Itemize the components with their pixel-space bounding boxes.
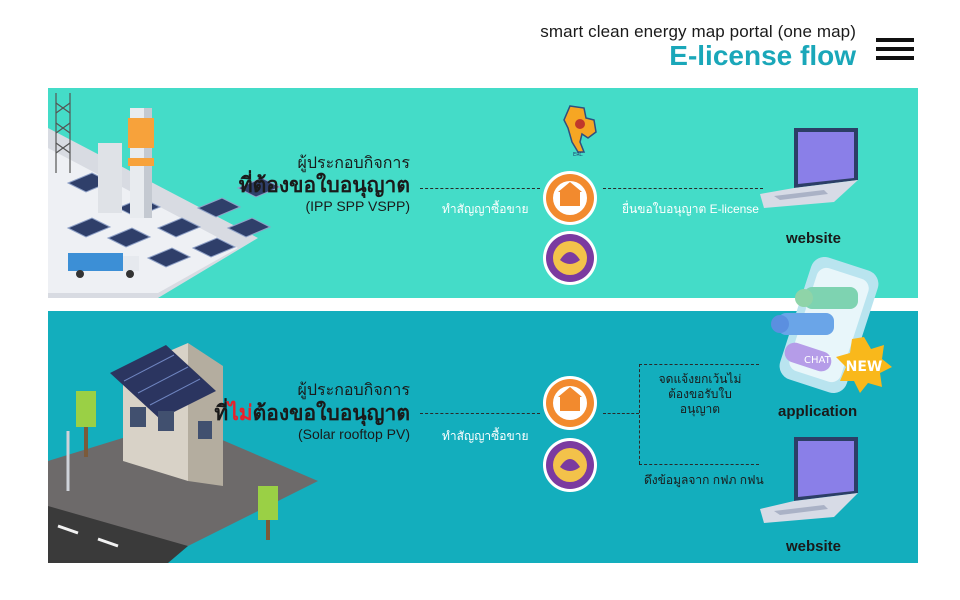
orange-authority-seal <box>543 376 597 430</box>
hamburger-menu-icon[interactable] <box>876 38 914 62</box>
connector-line <box>639 364 759 365</box>
connector-line <box>420 413 540 414</box>
laptop-icon <box>760 128 858 208</box>
exempt-title-highlight: ไม่ <box>228 402 253 425</box>
licensed-title-line1: ผู้ประกอบกิจการ <box>297 155 411 172</box>
purple-authority-seal <box>543 438 597 492</box>
exempt-title-line2: ที่ไม่ต้องขอใบอนุญาต <box>214 397 410 430</box>
purple-authority-seal <box>543 231 597 285</box>
orange-authority-seal <box>543 171 597 225</box>
laptop-icon <box>760 437 858 523</box>
website-label[interactable]: website <box>786 230 842 247</box>
new-badge-text: NEW <box>846 359 883 375</box>
pull-data-label: ดึงข้อมูลจาก กฟภ กฟน <box>644 473 764 487</box>
licensed-title-line2: ที่ต้องขอใบอนุญาต <box>238 174 410 197</box>
contract-label: ทำสัญญาซื้อขาย <box>442 429 529 443</box>
panel-licensed: ผู้ประกอบกิจการ ที่ต้องขอใบอนุญาต (IPP S… <box>48 88 918 298</box>
notify-line1: จดแจ้งยกเว้นไม่ <box>658 372 742 386</box>
application-label[interactable]: application <box>778 403 858 420</box>
svg-text:ERC: ERC <box>573 152 583 158</box>
exempt-title-line1: ผู้ประกอบกิจการ <box>297 382 411 399</box>
header-subtitle: smart clean energy map portal (one map) <box>540 22 856 41</box>
thailand-map-logo: ERC <box>563 105 597 158</box>
solar-farm-illustration <box>48 93 282 298</box>
exempt-title-line3: (Solar rooftop PV) <box>297 426 410 442</box>
branch-line <box>639 364 640 464</box>
header-title: E-license flow <box>669 40 856 71</box>
connector-line <box>603 188 763 189</box>
notify-line2: ต้องขอรับใบอนุญาต <box>668 387 732 416</box>
contract-label: ทำสัญญาซื้อขาย <box>442 202 529 216</box>
licensed-title-line3: (IPP SPP VSPP) <box>305 198 410 214</box>
new-badge-icon: NEW <box>836 337 892 393</box>
house-rooftop-illustration <box>48 343 318 563</box>
exempt-title-main: ต้องขอใบอนุญาต <box>252 402 410 425</box>
panel-exempt: ผู้ประกอบกิจการ ที่ไม่ต้องขอใบอนุญาต (So… <box>48 257 918 563</box>
chat-text: CHAT <box>804 355 832 366</box>
connector-line <box>420 188 540 189</box>
notify-exempt-label: จดแจ้งยกเว้นไม่ ต้องขอรับใบอนุญาต <box>650 372 750 417</box>
exempt-title-prefix: ที่ <box>214 402 229 425</box>
connector-line <box>603 413 639 414</box>
connector-line <box>639 464 759 465</box>
website-label[interactable]: website <box>786 538 842 555</box>
e-license-label: ยื่นขอใบอนุญาต E-license <box>622 202 759 216</box>
